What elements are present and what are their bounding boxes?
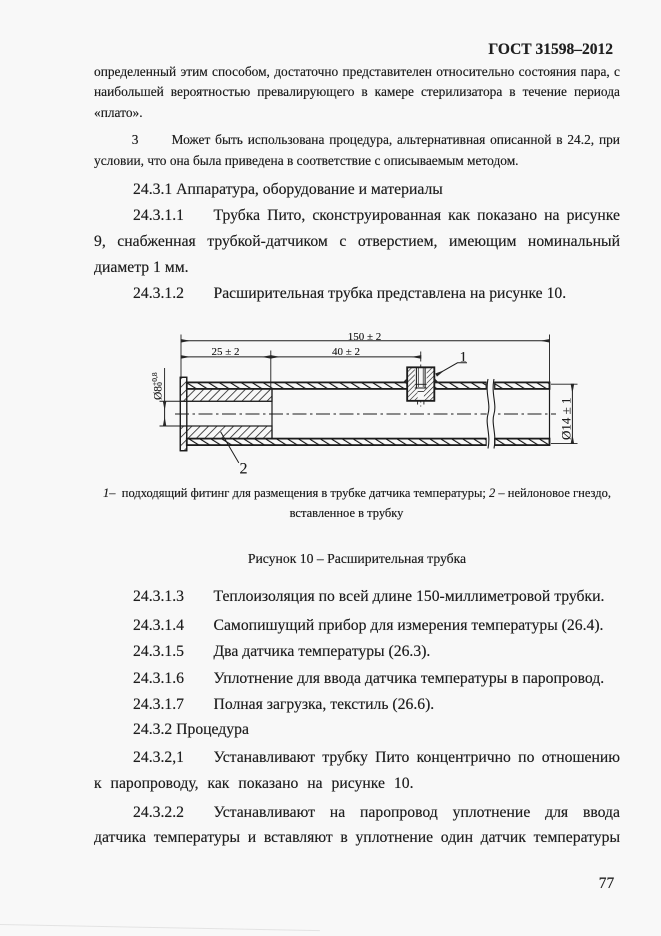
svg-text:40 ± 2: 40 ± 2 bbox=[332, 346, 360, 358]
svg-text:150 ± 2: 150 ± 2 bbox=[348, 331, 382, 343]
svg-text:1: 1 bbox=[460, 350, 468, 366]
svg-text:Ø8+0,80: Ø8+0,80 bbox=[150, 372, 165, 400]
svg-text:Ø14 ± 1: Ø14 ± 1 bbox=[559, 397, 574, 440]
svg-text:25 ± 2: 25 ± 2 bbox=[211, 346, 239, 358]
svg-text:2: 2 bbox=[240, 461, 248, 478]
